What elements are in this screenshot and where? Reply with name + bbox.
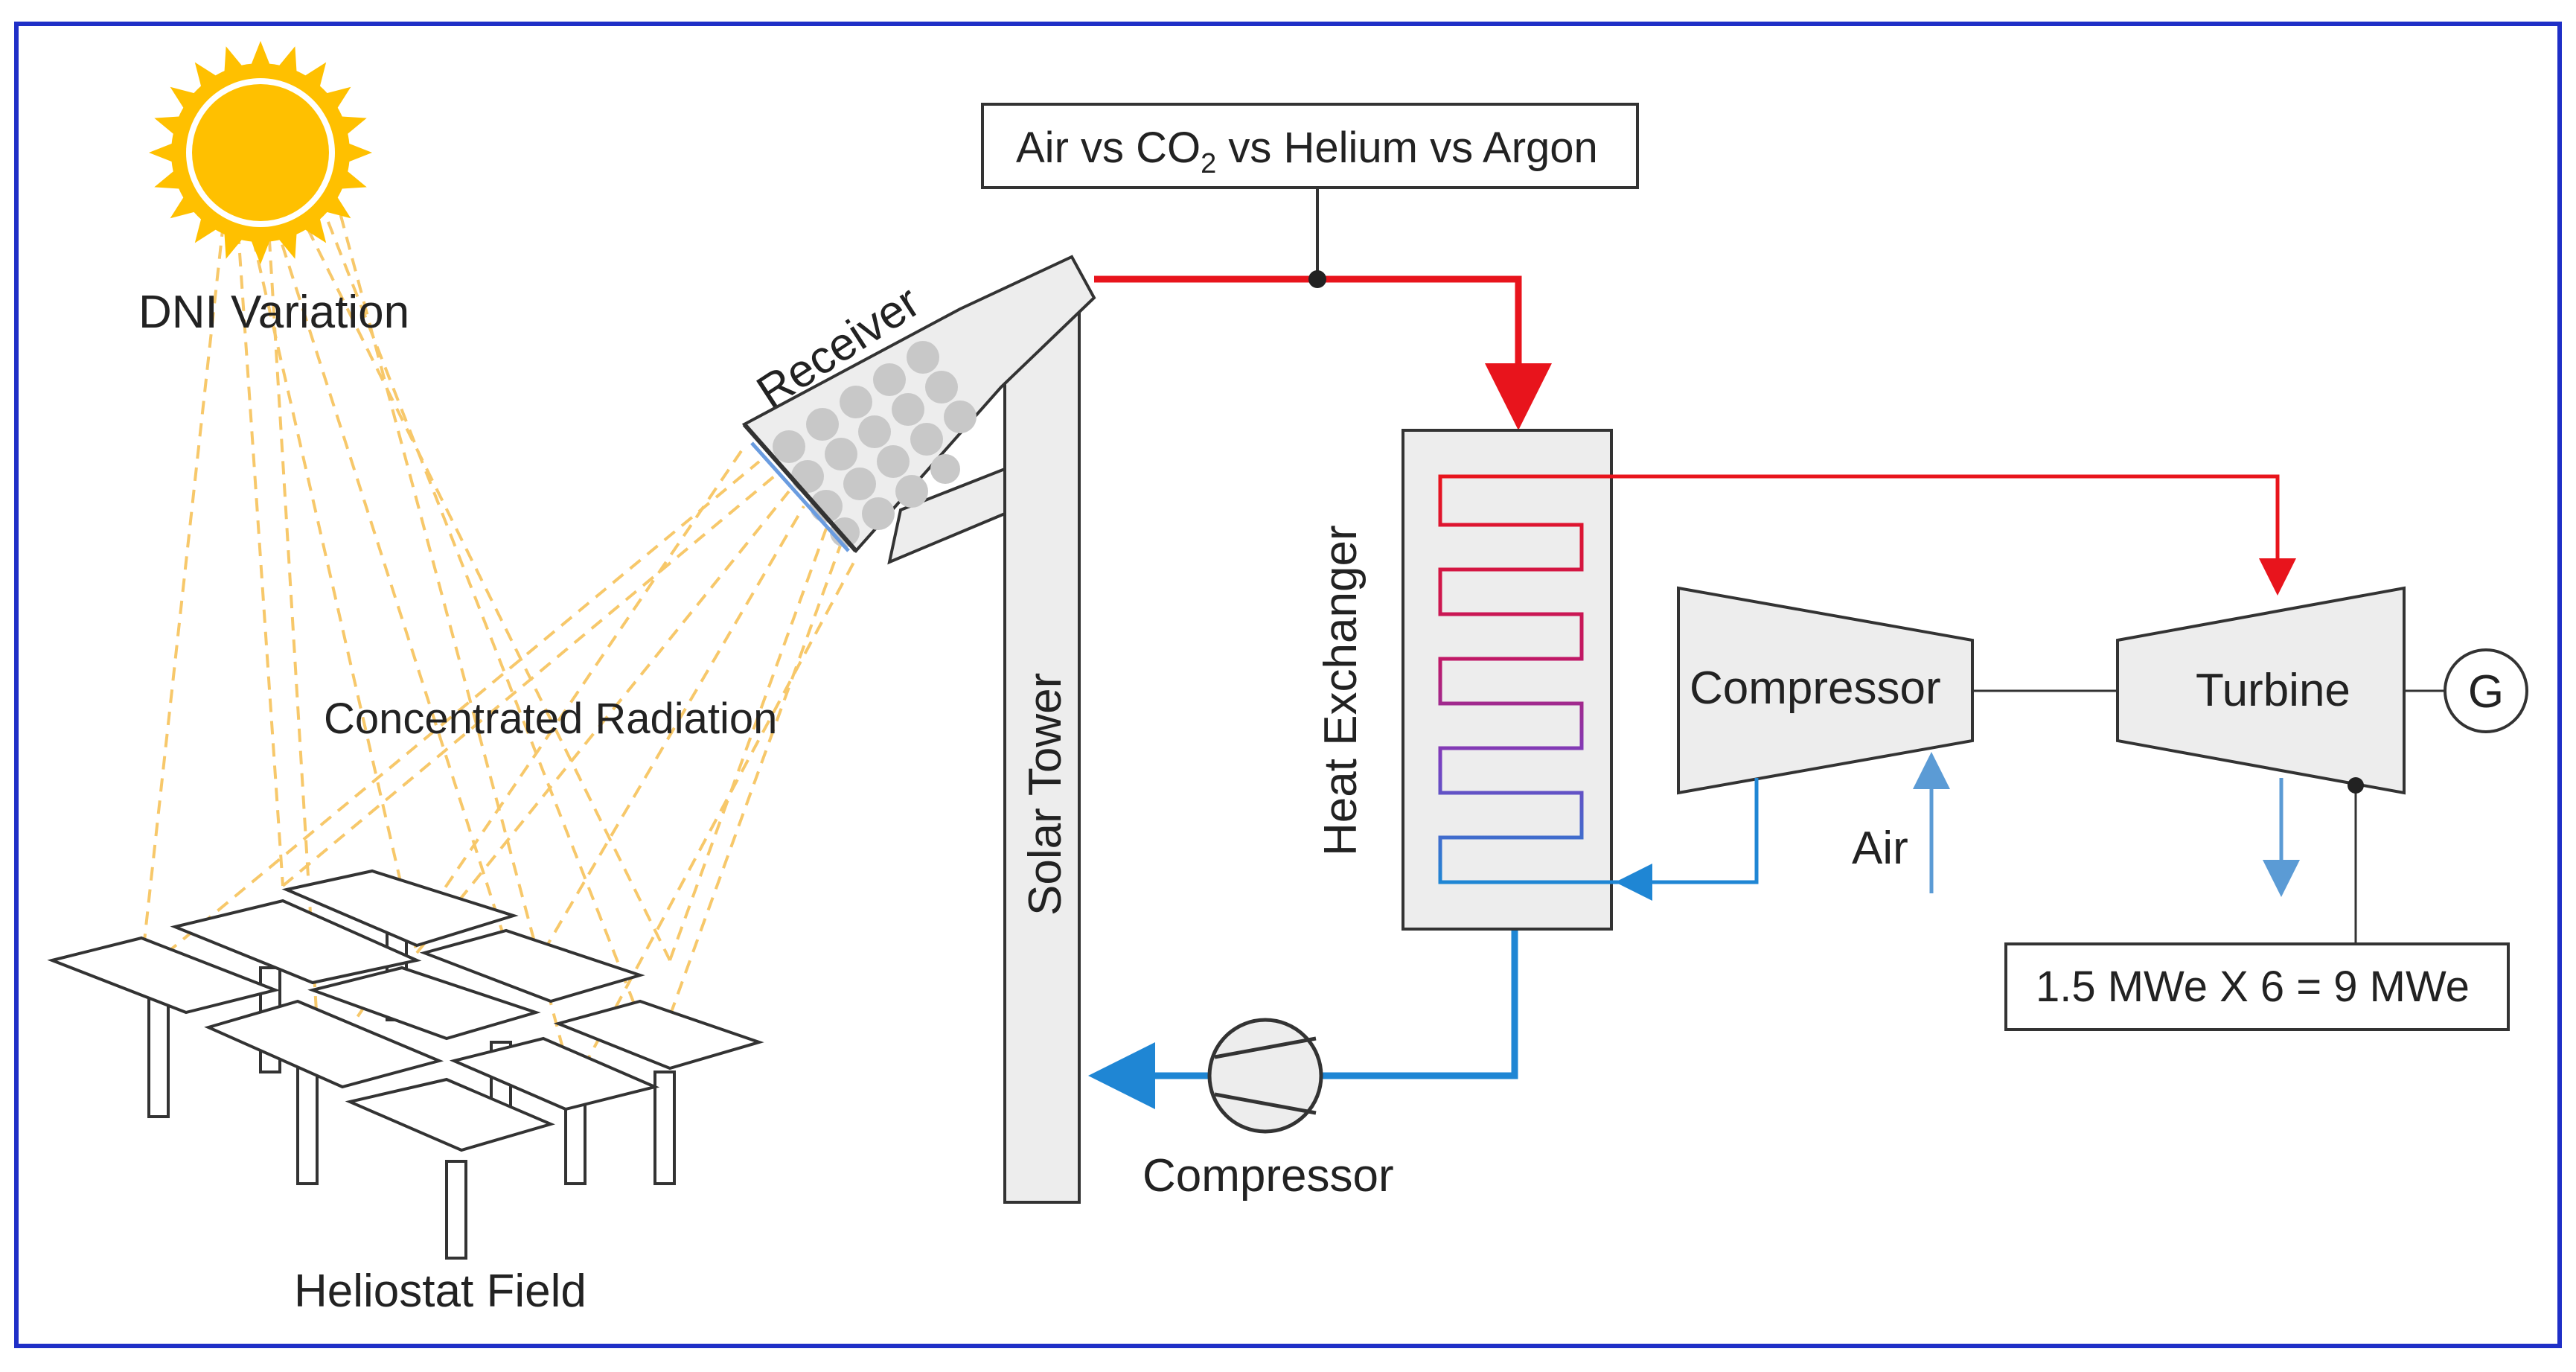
turbine-label: Turbine bbox=[2196, 665, 2350, 716]
sun-ray bbox=[304, 217, 327, 243]
hot-fluid-pipe bbox=[1094, 275, 1552, 430]
power-leader-dot bbox=[2348, 777, 2364, 794]
heat-exchanger-coil bbox=[1438, 474, 2278, 884]
solar-tower-label: Solar Tower bbox=[1020, 673, 1071, 916]
sun-ray bbox=[194, 62, 217, 88]
heliostat-field bbox=[47, 869, 764, 1260]
receiver bbox=[741, 255, 1096, 565]
sun-ray bbox=[194, 217, 217, 243]
concentrated-radiation-rays bbox=[147, 445, 857, 1088]
cold-fluid-pipe bbox=[1321, 931, 1518, 1079]
sun-ray bbox=[251, 41, 270, 66]
sun-ray bbox=[251, 240, 270, 264]
sun-ray bbox=[170, 86, 196, 109]
generator-icon bbox=[2444, 648, 2528, 733]
sun-ray bbox=[304, 62, 327, 88]
sunlight-rays bbox=[140, 193, 671, 1088]
heliostat-field-label: Heliostat Field bbox=[294, 1266, 587, 1317]
air-label: Air bbox=[1852, 823, 1908, 874]
loop-compressor-icon bbox=[1207, 1018, 1323, 1134]
compressed-air-to-hx bbox=[1615, 778, 1759, 901]
sun-ray bbox=[149, 143, 173, 162]
power-output-box bbox=[2004, 942, 2510, 1031]
gas-turbine-compressor-label: Compressor bbox=[1690, 663, 1941, 714]
turbine bbox=[2116, 586, 2406, 795]
sun-icon bbox=[149, 41, 372, 264]
working-fluid-label: Air vs CO2 vs Helium vs Argon bbox=[1016, 124, 1598, 179]
sun-ray bbox=[278, 46, 297, 73]
hot-gas-to-turbine bbox=[1585, 474, 2296, 596]
sun-ray bbox=[325, 196, 351, 219]
sun-ray bbox=[154, 170, 181, 189]
working-fluid-box: Air vs CO2 vs Helium vs Argon bbox=[981, 103, 1639, 279]
hot-pipe-junction bbox=[1308, 270, 1326, 288]
sun-ray bbox=[325, 86, 351, 109]
sun-ray bbox=[170, 196, 196, 219]
concentrated-radiation-label: Concentrated Radiation bbox=[324, 695, 777, 743]
sun-ray bbox=[340, 170, 367, 189]
dni-variation-label: DNI Variation bbox=[138, 287, 409, 338]
sun-ray bbox=[348, 143, 372, 162]
power-output-label: 1.5 MWe X 6 = 9 MWe bbox=[2036, 963, 2470, 1011]
loop-compressor-label: Compressor bbox=[1142, 1150, 1394, 1202]
sun-ray bbox=[278, 232, 297, 259]
solar-tower bbox=[1003, 307, 1081, 1204]
sun-ray bbox=[154, 116, 181, 135]
generator-label: G bbox=[2468, 666, 2504, 718]
sun-ray bbox=[224, 46, 243, 73]
gas-turbine-compressor bbox=[1677, 586, 1974, 795]
sun-ray bbox=[224, 232, 243, 259]
heat-exchanger-label: Heat Exchanger bbox=[1315, 525, 1367, 856]
sun-ray bbox=[340, 116, 367, 135]
heat-exchanger bbox=[1402, 429, 1613, 931]
